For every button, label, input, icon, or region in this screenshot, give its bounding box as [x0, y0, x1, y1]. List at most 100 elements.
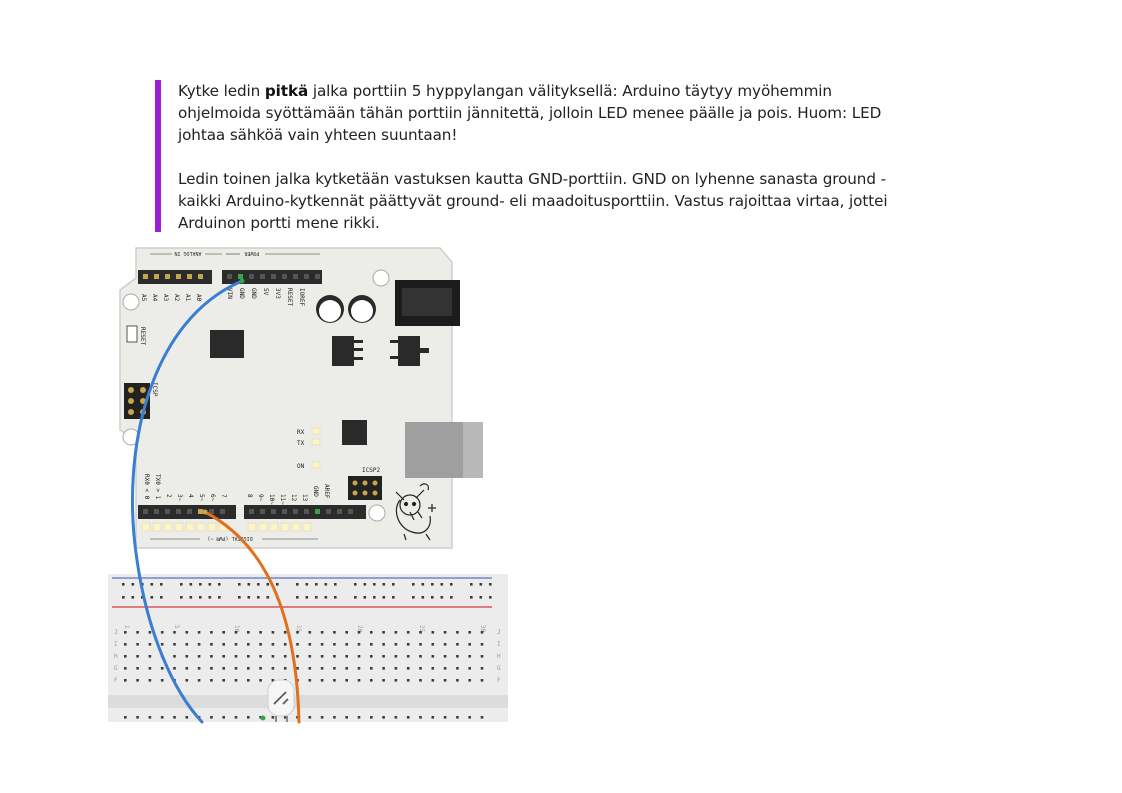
breadboard-hole: [148, 631, 152, 634]
pin-label-a0: A0: [195, 294, 202, 302]
breadboard-hole: [173, 716, 176, 719]
pin-label-ioref: IOREF: [298, 288, 305, 306]
breadboard-hole: [136, 679, 139, 682]
breadboard-hole: [363, 583, 367, 586]
breadboard-hole: [136, 643, 139, 646]
breadboard-hole: [173, 655, 176, 658]
breadboard-hole: [394, 631, 398, 634]
breadboard-hole: [394, 643, 398, 646]
breadboard-hole: [276, 583, 279, 586]
arduino-mascot-logo: [395, 483, 436, 541]
row-letter-f-right: F: [497, 677, 501, 684]
breadboard-hole: [480, 716, 484, 719]
rx-led-label: RX: [297, 429, 305, 436]
arduino-board: ANALOG IN POWER A5 A4 A3 A2 A1 A0 VIN: [119, 247, 483, 549]
breadboard-hole: [489, 596, 492, 599]
breadboard-hole: [324, 596, 328, 599]
breadboard-hole: [238, 583, 241, 586]
breadboard-hole: [345, 667, 348, 670]
breadboard-hole: [370, 716, 373, 719]
instruction-callout: Kytke ledin pitkä jalka porttiin 5 hyppy…: [155, 80, 895, 232]
breadboard-hole: [222, 679, 225, 682]
breadboard-hole: [345, 716, 348, 719]
breadboard-hole: [419, 655, 422, 658]
icsp2-header: [348, 476, 382, 500]
breadboard-hole: [419, 643, 422, 646]
breadboard-hole: [185, 716, 189, 719]
breadboard-hole: [345, 655, 348, 658]
breadboard-hole: [382, 596, 386, 599]
pin-label-d5: 5~: [198, 494, 205, 502]
led-component: [267, 679, 295, 722]
breadboard-hole: [406, 655, 410, 658]
breadboard-hole: [199, 596, 202, 599]
pin-label-d6: 6~: [209, 494, 216, 502]
breadboard-hole: [222, 655, 225, 658]
wire-end-pin5: [202, 509, 208, 515]
breadboard-hole: [305, 596, 309, 599]
pin-label-aref: AREF: [323, 484, 330, 499]
breadboard-hole: [479, 596, 483, 599]
pin-label-d4: 4: [187, 494, 194, 498]
breadboard-hole: [320, 679, 324, 682]
breadboard-hole: [308, 667, 312, 670]
breadboard-hole: [247, 667, 250, 670]
breadboard-hole: [199, 583, 202, 586]
breadboard-hole: [259, 667, 262, 670]
breadboard-hole: [320, 643, 324, 646]
breadboard-hole: [354, 583, 357, 586]
breadboard-hole: [296, 596, 299, 599]
breadboard-hole: [136, 631, 139, 634]
breadboard-hole: [271, 679, 275, 682]
breadboard-hole: [480, 679, 484, 682]
usb-port: [405, 422, 483, 478]
breadboard-hole: [124, 655, 127, 658]
row-letter-g-right: G: [497, 665, 501, 672]
row-letter-i-right: I: [497, 641, 501, 648]
breadboard-hole: [160, 596, 163, 599]
breadboard-hole: [148, 667, 152, 670]
breadboard-hole: [222, 716, 225, 719]
breadboard-hole: [185, 679, 189, 682]
breadboard-hole: [456, 716, 459, 719]
row-letter-g: G: [114, 665, 118, 672]
breadboard-hole: [480, 667, 484, 670]
breadboard-hole: [373, 583, 376, 586]
breadboard-hole: [283, 716, 287, 719]
pin-label-d1: TX0 > 1: [154, 474, 161, 500]
digital-footer-label: DIGITAL (PWM ~): [207, 535, 252, 541]
breadboard-hole: [333, 679, 336, 682]
pin-label-d11: 11~: [279, 494, 286, 505]
p1-text-end: jalka porttiin 5 hyppylangan välityksell…: [178, 82, 882, 144]
breadboard-hole: [479, 583, 483, 586]
breadboard-hole: [308, 643, 312, 646]
breadboard-hole: [197, 643, 201, 646]
breadboard-hole: [320, 716, 324, 719]
breadboard-hole: [238, 596, 241, 599]
breadboard-hole: [271, 631, 275, 634]
breadboard-hole: [419, 667, 422, 670]
breadboard-hole: [160, 643, 164, 646]
breadboard-hole: [210, 655, 213, 658]
pin-label-d10: 10~: [268, 494, 275, 505]
breadboard-hole: [431, 679, 435, 682]
breadboard-hole: [382, 655, 385, 658]
breadboard-hole: [419, 716, 422, 719]
pin-label-a2: A2: [173, 294, 180, 302]
breadboard-hole: [468, 667, 471, 670]
pin-label-a1: A1: [184, 294, 191, 302]
breadboard-hole: [456, 643, 459, 646]
icsp-label: ICSP: [151, 382, 158, 397]
breadboard-hole: [234, 716, 238, 719]
breadboard-hole: [185, 667, 189, 670]
breadboard-hole: [234, 643, 238, 646]
breadboard-hole: [247, 631, 250, 634]
row-letter-f: F: [114, 677, 118, 684]
breadboard-hole: [315, 596, 318, 599]
breadboard-hole: [124, 679, 127, 682]
breadboard-hole: [357, 667, 361, 670]
row-letter-j: J: [114, 629, 118, 636]
breadboard-hole: [357, 655, 361, 658]
breadboard-hole: [136, 655, 139, 658]
breadboard-hole: [296, 583, 299, 586]
